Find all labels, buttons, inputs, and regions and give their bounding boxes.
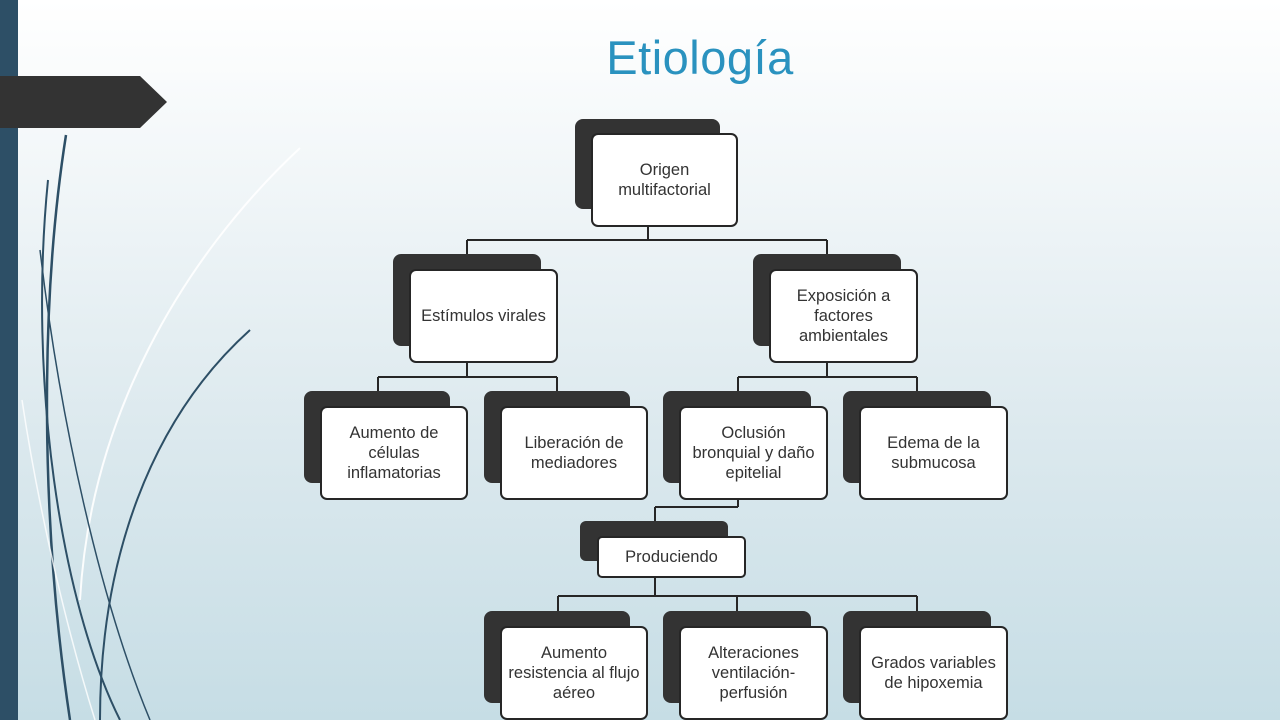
node-label: Aumento de células inflamatorias [347,424,441,482]
node-exposicion-factores-ambientales: Exposición a factores ambientales [753,254,918,363]
node-box: Aumento de células inflamatorias [320,406,468,500]
node-aumento-celulas-inflamatorias: Aumento de células inflamatorias [304,391,468,500]
node-box: Produciendo [597,536,746,578]
node-oclusion-bronquial: Oclusión bronquial y daño epitelial [663,391,828,500]
node-label: Aumento resistencia al flujo aéreo [508,644,640,702]
node-label: Liberación de mediadores [524,434,624,472]
node-estimulos-virales: Estímulos virales [393,254,558,363]
node-label: Exposición a factores ambientales [796,287,891,345]
node-box: Estímulos virales [409,269,558,363]
node-box: Liberación de mediadores [500,406,648,500]
node-label: Edema de la submucosa [887,434,980,472]
node-label: Produciendo [625,548,718,566]
node-grados-variables-hipoxemia: Grados variables de hipoxemia [843,611,1008,720]
node-liberacion-mediadores: Liberación de mediadores [484,391,648,500]
node-edema-submucosa: Edema de la submucosa [843,391,1008,500]
node-label: Oclusión bronquial y daño epitelial [692,424,815,482]
node-label: Estímulos virales [421,307,546,325]
left-accent-bar [0,0,18,720]
node-box: Oclusión bronquial y daño epitelial [679,406,828,500]
node-box: Exposición a factores ambientales [769,269,918,363]
node-label: Grados variables de hipoxemia [871,654,996,692]
title-tab-shape [0,76,167,128]
node-produciendo: Produciendo [580,521,746,578]
slide-title: Etiología [606,31,794,84]
node-box: Origen multifactorial [591,133,738,227]
node-box: Alteraciones ventilación-perfusión [679,626,828,720]
node-box: Edema de la submucosa [859,406,1008,500]
node-label: Origen multifactorial [618,161,711,199]
node-box: Grados variables de hipoxemia [859,626,1008,720]
node-box: Aumento resistencia al flujo aéreo [500,626,648,720]
node-label: Alteraciones ventilación-perfusión [708,644,799,702]
node-alteraciones-ventilacion-perfusion: Alteraciones ventilación-perfusión [663,611,828,720]
node-aumento-resistencia-flujo: Aumento resistencia al flujo aéreo [484,611,648,720]
node-origen-multifactorial: Origen multifactorial [575,119,738,227]
